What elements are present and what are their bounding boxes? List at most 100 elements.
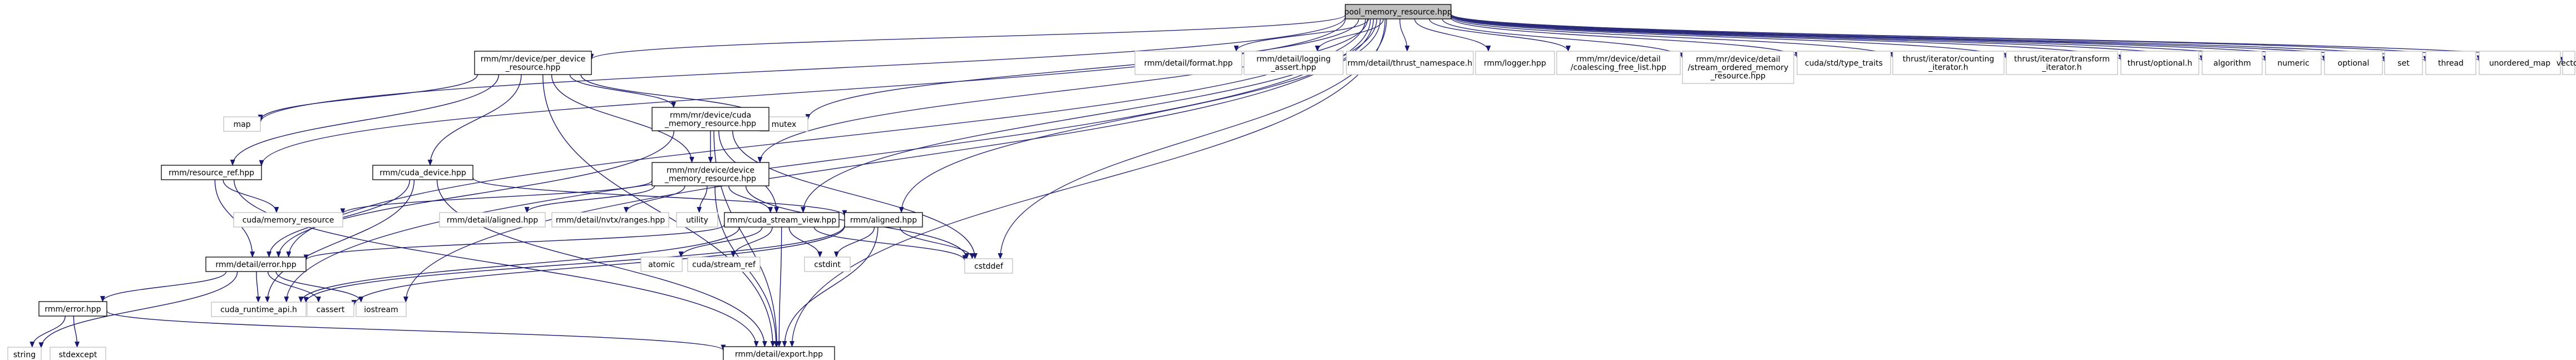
edge-per_device-to-device_mr — [551, 74, 694, 164]
node-box — [2562, 51, 2575, 75]
node-logging_assert: rmm/detail/logging_assert.hpp — [1243, 51, 1344, 75]
node-box — [50, 347, 106, 360]
node-box — [2120, 51, 2199, 75]
node-label: rmm/detail/export.hpp — [735, 350, 823, 359]
node-label: cuda/std/type_traits — [1805, 59, 1883, 68]
node-box — [676, 212, 718, 228]
node-export[interactable]: rmm/detail/export.hpp — [723, 346, 835, 360]
node-box — [372, 165, 473, 180]
edge-root-to-stream_view — [801, 18, 1378, 214]
node-format: rmm/detail/format.hpp — [1134, 51, 1242, 75]
node-box — [1797, 51, 1891, 75]
edge-root-to-cuda_type_traits — [1450, 17, 1800, 58]
edge-root-to-thrust_ns — [1399, 18, 1410, 52]
node-counting_it: thrust/iterator/counting_iterator.h — [1892, 51, 2005, 75]
edge-cuda_mr-to-cstddef — [732, 130, 978, 260]
node-label: thrust/optional.h — [2128, 59, 2193, 68]
node-label: _assert.hpp — [1270, 63, 1316, 72]
node-cstddef: cstddef — [964, 258, 1013, 274]
node-label: cstddef — [974, 262, 1004, 271]
node-label: vector — [2557, 59, 2576, 68]
edge-stream_view-to-export — [776, 226, 782, 348]
node-box — [844, 212, 923, 228]
edge-detail_error-to-iostream — [275, 271, 364, 303]
node-label: cassert — [317, 305, 345, 314]
node-layer: pool_memory_resource.hpp rmm/mr/device/pe… — [7, 4, 2576, 360]
node-label: cuda/memory_resource — [243, 216, 334, 225]
node-box — [2202, 51, 2263, 75]
node-box — [211, 302, 307, 317]
node-label: thrust/iterator/transform — [2014, 55, 2110, 64]
node-logger: rmm/logger.hpp — [1475, 51, 1555, 75]
node-box — [223, 116, 261, 132]
node-root[interactable]: pool_memory_resource.hpp — [1344, 4, 1452, 19]
node-aligned[interactable]: rmm/aligned.hpp — [844, 212, 923, 228]
node-detail_error[interactable]: rmm/detail/error.hpp — [205, 257, 307, 272]
node-label: stdexcept — [59, 351, 97, 359]
node-per_device[interactable]: rmm/mr/device/per_device_resource.hpp — [474, 51, 592, 75]
node-label: cstdint — [814, 260, 841, 269]
node-device_mr[interactable]: rmm/mr/device/device_memory_resource.hpp — [652, 162, 769, 186]
node-box — [1243, 51, 1344, 75]
node-numeric: numeric — [2265, 51, 2322, 75]
node-label: utility — [686, 216, 708, 225]
node-cuda_mr[interactable]: rmm/mr/device/cuda_memory_resource.hpp — [652, 107, 769, 131]
node-label: set — [2397, 59, 2410, 68]
node-utility: utility — [676, 212, 718, 228]
node-label: _iterator.h — [2041, 63, 2081, 72]
node-label: _resource.hpp — [1710, 72, 1766, 81]
node-stream_view[interactable]: rmm/cuda_stream_view.hpp — [724, 212, 840, 228]
edge-resource_ref-to-cuda_memres — [223, 179, 279, 214]
node-thrust_optional: thrust/optional.h — [2120, 51, 2199, 75]
node-label: rmm/mr/device/detail — [1576, 55, 1661, 64]
edge-root-to-transform_it — [1450, 15, 2009, 60]
node-cstdint: cstdint — [804, 257, 851, 272]
node-box — [356, 302, 407, 317]
node-box — [687, 257, 761, 272]
node-set: set — [2384, 51, 2423, 75]
edge-root-to-map — [258, 17, 1346, 123]
node-label: rmm/detail/format.hpp — [1144, 59, 1232, 68]
node-unordered_map: unordered_map — [2479, 51, 2561, 75]
node-box — [724, 212, 840, 228]
edge-root-to-aligned — [899, 18, 1381, 214]
edge-device_mr-to-nvtx — [624, 185, 685, 214]
edge-root-to-mutex — [805, 18, 1359, 121]
node-thrust_ns: rmm/detail/thrust_namespace.h — [1346, 51, 1474, 75]
node-cuda_type_traits: cuda/std/type_traits — [1797, 51, 1891, 75]
edge-error-to-string — [29, 315, 66, 348]
node-label: rmm/detail/logging — [1256, 55, 1330, 64]
node-label: rmm/mr/device/per_device — [481, 55, 586, 64]
edge-root-to-logger — [1414, 18, 1491, 52]
node-box — [1682, 51, 1794, 84]
edge-stream_view-to-atomic — [678, 226, 763, 258]
node-box — [1346, 51, 1474, 75]
node-box — [652, 162, 769, 186]
node-error[interactable]: rmm/error.hpp — [38, 301, 107, 317]
edge-root-to-device_mr — [757, 18, 1368, 164]
edge-resource_ref-to-export — [234, 179, 759, 348]
edge-root-to-coalescing — [1429, 18, 1571, 52]
node-box — [439, 212, 546, 228]
node-label: rmm/detail/aligned.hpp — [447, 216, 538, 225]
node-label: rmm/mr/device/detail — [1696, 55, 1780, 64]
edge-root-to-counting_it — [1450, 16, 1896, 58]
edge-per_device-to-cuda_device — [427, 74, 522, 166]
node-label: rmm/resource_ref.hpp — [169, 169, 254, 177]
node-label: unordered_map — [2489, 59, 2550, 68]
node-resource_ref[interactable]: rmm/resource_ref.hpp — [161, 165, 262, 180]
edge-root-to-resource_ref — [259, 18, 1346, 166]
edge-root-to-format — [1233, 18, 1369, 52]
node-label: /stream_ordered_memory — [1688, 63, 1789, 72]
node-label: rmm/detail/error.hpp — [215, 260, 296, 269]
edge-cuda_device-to-export — [436, 179, 767, 348]
node-box — [640, 257, 683, 272]
edge-device_mr-to-utility — [697, 185, 708, 214]
edge-detail_error-to-cuda_runtime — [255, 271, 261, 303]
node-vector: vector — [2557, 51, 2576, 75]
node-label: rmm/error.hpp — [45, 305, 101, 314]
node-cuda_device[interactable]: rmm/cuda_device.hpp — [372, 165, 473, 180]
node-box — [7, 347, 42, 360]
edge-root-to-cuda_runtime — [284, 18, 1371, 303]
